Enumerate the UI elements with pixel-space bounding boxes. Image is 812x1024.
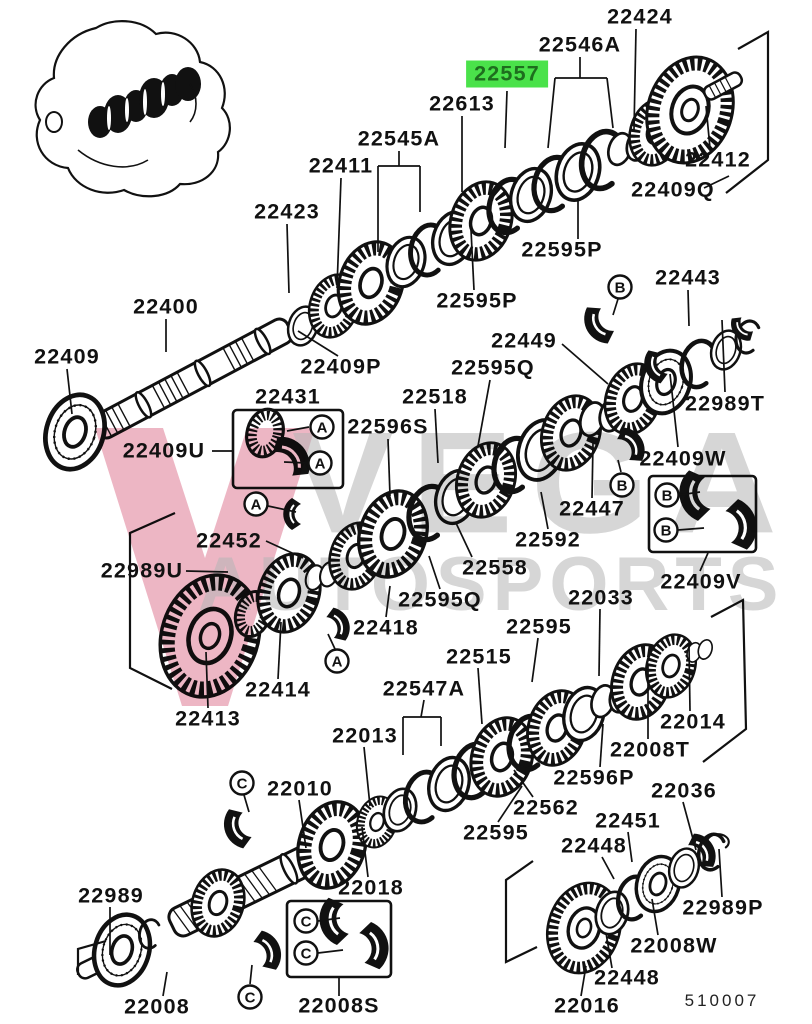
part-label-22018: 22018 bbox=[338, 875, 404, 900]
part-label-22547A: 22547A bbox=[382, 676, 466, 701]
detail-box-22409V bbox=[647, 466, 763, 554]
transmission-overview-sketch bbox=[34, 20, 231, 198]
part-label-22557: 22557 bbox=[466, 60, 548, 88]
part-label-22595Q: 22595Q bbox=[451, 355, 535, 380]
watermark-brand-text: VEGA bbox=[292, 402, 795, 564]
part-label-22989T: 22989T bbox=[684, 391, 766, 416]
part-label-22613: 22613 bbox=[429, 91, 495, 116]
part-label-22016: 22016 bbox=[554, 993, 620, 1018]
part-label-22447: 22447 bbox=[559, 496, 625, 521]
part-label-22412: 22412 bbox=[685, 147, 751, 172]
part-label-22418: 22418 bbox=[353, 615, 419, 640]
part-label-22452: 22452 bbox=[196, 528, 262, 553]
part-label-22546A: 22546A bbox=[538, 32, 622, 57]
part-label-22036: 22036 bbox=[651, 778, 717, 803]
part-label-22989P: 22989P bbox=[682, 895, 764, 920]
part-label-22008T: 22008T bbox=[609, 737, 691, 762]
part-label-22411: 22411 bbox=[308, 153, 374, 178]
part-label-22451: 22451 bbox=[595, 808, 661, 833]
part-label-22409Q: 22409Q bbox=[631, 177, 715, 202]
part-label-22595P: 22595P bbox=[521, 237, 603, 262]
part-label-22989U: 22989U bbox=[100, 558, 184, 583]
part-label-22423: 22423 bbox=[254, 199, 320, 224]
part-label-22014: 22014 bbox=[660, 709, 726, 734]
part-label-22443: 22443 bbox=[655, 265, 721, 290]
part-label-22409U: 22409U bbox=[122, 438, 206, 463]
part-label-22008W: 22008W bbox=[630, 933, 718, 958]
part-label-22033: 22033 bbox=[568, 585, 634, 610]
part-label-22449: 22449 bbox=[491, 328, 557, 353]
part-label-22413: 22413 bbox=[175, 706, 241, 731]
part-label-22010: 22010 bbox=[267, 776, 333, 801]
part-label-22409V: 22409V bbox=[660, 569, 742, 594]
part-label-22989: 22989 bbox=[78, 883, 144, 908]
part-label-22448: 22448 bbox=[594, 965, 660, 990]
part-label-22596S: 22596S bbox=[347, 414, 429, 439]
part-label-22448: 22448 bbox=[561, 833, 627, 858]
part-label-22013: 22013 bbox=[332, 723, 398, 748]
part-label-22595: 22595 bbox=[506, 614, 572, 639]
input-shaft-assembly bbox=[76, 628, 716, 992]
part-label-22562: 22562 bbox=[513, 795, 579, 820]
part-label-22409W: 22409W bbox=[639, 446, 727, 471]
part-label-22595P: 22595P bbox=[436, 288, 518, 313]
part-label-22595: 22595 bbox=[463, 820, 529, 845]
part-label-22518: 22518 bbox=[402, 384, 468, 409]
part-label-22545A: 22545A bbox=[357, 126, 441, 151]
part-label-22424: 22424 bbox=[607, 4, 673, 29]
part-label-22595Q: 22595Q bbox=[398, 587, 482, 612]
part-label-22431: 22431 bbox=[255, 384, 321, 409]
diagram-code-label: 510007 bbox=[684, 991, 760, 1010]
part-label-22400: 22400 bbox=[133, 294, 199, 319]
part-label-22558: 22558 bbox=[462, 555, 528, 580]
part-label-22409: 22409 bbox=[34, 344, 100, 369]
part-label-22515: 22515 bbox=[446, 644, 512, 669]
mainshaft-assembly bbox=[36, 46, 746, 477]
part-label-22592: 22592 bbox=[515, 527, 581, 552]
part-label-22414: 22414 bbox=[245, 677, 311, 702]
part-label-22008S: 22008S bbox=[298, 993, 380, 1018]
part-label-22596P: 22596P bbox=[553, 765, 635, 790]
watermark-sub-text: AUTOSPORTS bbox=[198, 542, 785, 627]
part-label-22008: 22008 bbox=[124, 994, 190, 1019]
part-label-22409P: 22409P bbox=[300, 354, 382, 379]
